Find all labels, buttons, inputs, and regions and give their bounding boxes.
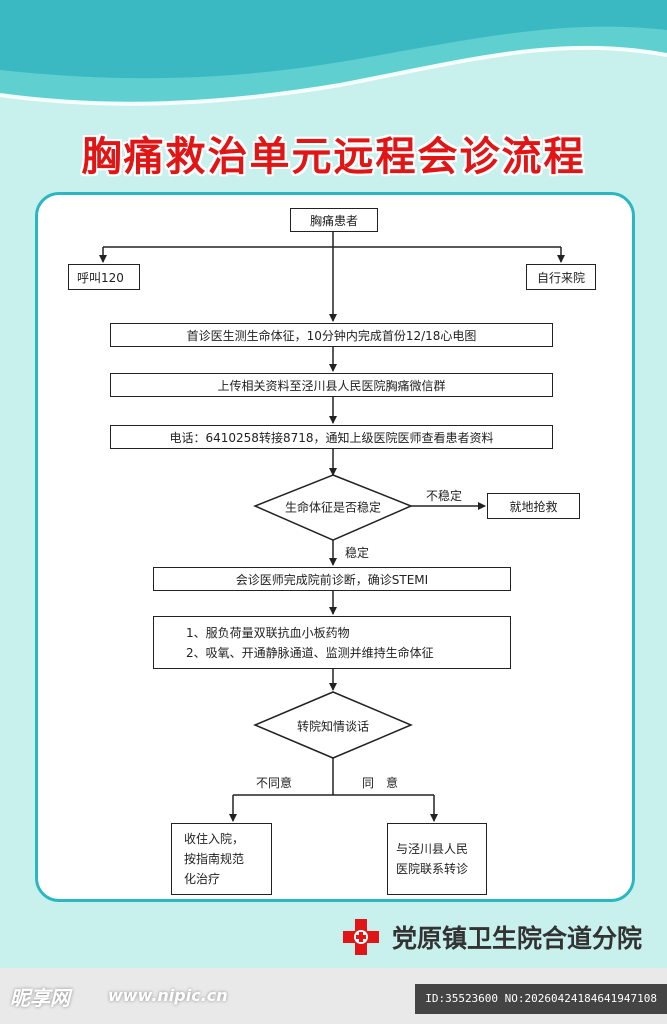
box-vital-signs-ecg: 首诊医生测生命体征，10分钟内完成首份12/18心电图 — [110, 323, 553, 347]
admit-line-2: 按指南规范 — [184, 852, 245, 866]
page-title: 胸痛救治单元远程会诊流程 — [81, 133, 586, 180]
decision-stable-text: 生命体征是否稳定 — [284, 500, 382, 515]
transfer-line-2: 医院联系转诊 — [396, 862, 469, 876]
box-stemi-diagnosis: 会诊医师完成院前诊断，确诊STEMI — [153, 567, 511, 591]
flowchart-panel — [35, 192, 635, 902]
red-cross-icon — [343, 919, 379, 955]
decision-stable-diamond — [253, 474, 413, 541]
hospital-brand: 党原镇卫生院合道分院 — [340, 916, 642, 958]
flow-connectors — [99, 232, 565, 822]
box-call-120: 呼叫120 — [68, 264, 140, 290]
label-agree: 同 意 — [362, 776, 399, 790]
box-chest-pain-patient: 胸痛患者 — [290, 208, 378, 232]
box-self-arrival: 自行来院 — [526, 264, 596, 290]
watermark-url: www.nipic.cn — [108, 986, 228, 1005]
label-disagree: 不同意 — [256, 776, 293, 790]
watermark-site-name: 昵享网 — [10, 986, 70, 1010]
box-admit-hospital: 收住入院， 按指南规范 化治疗 — [171, 823, 272, 895]
box-phone-notify: 电话：6410258转接8718，通知上级医院医师查看患者资料 — [110, 425, 553, 449]
admit-line-1: 收住入院， — [184, 832, 245, 846]
box-rescue-on-site: 就地抢救 — [487, 493, 580, 519]
header-wave — [0, 0, 667, 106]
hospital-name: 党原镇卫生院合道分院 — [392, 924, 643, 953]
decision-transfer-diamond — [253, 691, 413, 759]
watermark-id: ID:35523600 NO:20260424184641947108 — [415, 984, 667, 1014]
box-treatment: 1、服负荷量双联抗血小板药物 2、吸氧、开通静脉通道、监测并维持生命体征 — [153, 616, 511, 669]
label-unstable: 不稳定 — [426, 489, 463, 503]
box-upload-data: 上传相关资料至泾川县人民医院胸痛微信群 — [110, 373, 553, 397]
decision-transfer-text: 转院知情谈话 — [296, 719, 370, 734]
admit-line-3: 化治疗 — [184, 872, 221, 886]
watermark-bar: 昵享网 www.nipic.cn ID:35523600 NO:20260424… — [0, 968, 667, 1024]
treatment-line-1: 1、服负荷量双联抗血小板药物 — [186, 625, 350, 640]
treatment-line-2: 2、吸氧、开通静脉通道、监测并维持生命体征 — [186, 645, 434, 660]
box-transfer-referral: 与泾川县人民 医院联系转诊 — [387, 823, 487, 895]
label-stable: 稳定 — [345, 546, 370, 560]
transfer-line-1: 与泾川县人民 — [396, 842, 469, 856]
